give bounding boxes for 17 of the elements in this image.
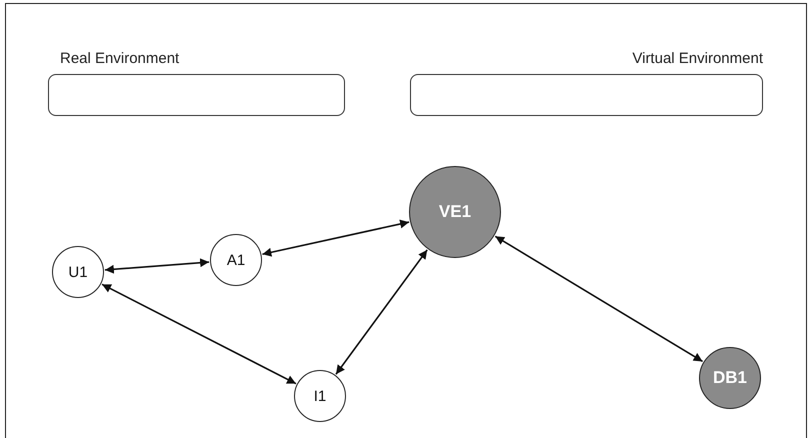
arrow bbox=[104, 258, 210, 274]
node-label: I1 bbox=[314, 388, 326, 404]
arrow bbox=[335, 249, 428, 375]
environment-box bbox=[48, 74, 345, 116]
node-label: U1 bbox=[68, 264, 88, 280]
environment-heading: Real Environment bbox=[60, 50, 180, 67]
entity-circle bbox=[294, 370, 346, 422]
arrow bbox=[102, 284, 296, 384]
arrow bbox=[494, 236, 704, 362]
entity-circle bbox=[210, 234, 262, 286]
arrow bbox=[262, 220, 410, 257]
node-label: VE1 bbox=[438, 202, 472, 222]
environment-heading: Virtual Environment bbox=[632, 50, 763, 67]
entity-circle bbox=[52, 246, 104, 298]
node-label: DB1 bbox=[712, 368, 747, 388]
environment-box bbox=[410, 74, 763, 116]
node-label: A1 bbox=[226, 252, 246, 268]
